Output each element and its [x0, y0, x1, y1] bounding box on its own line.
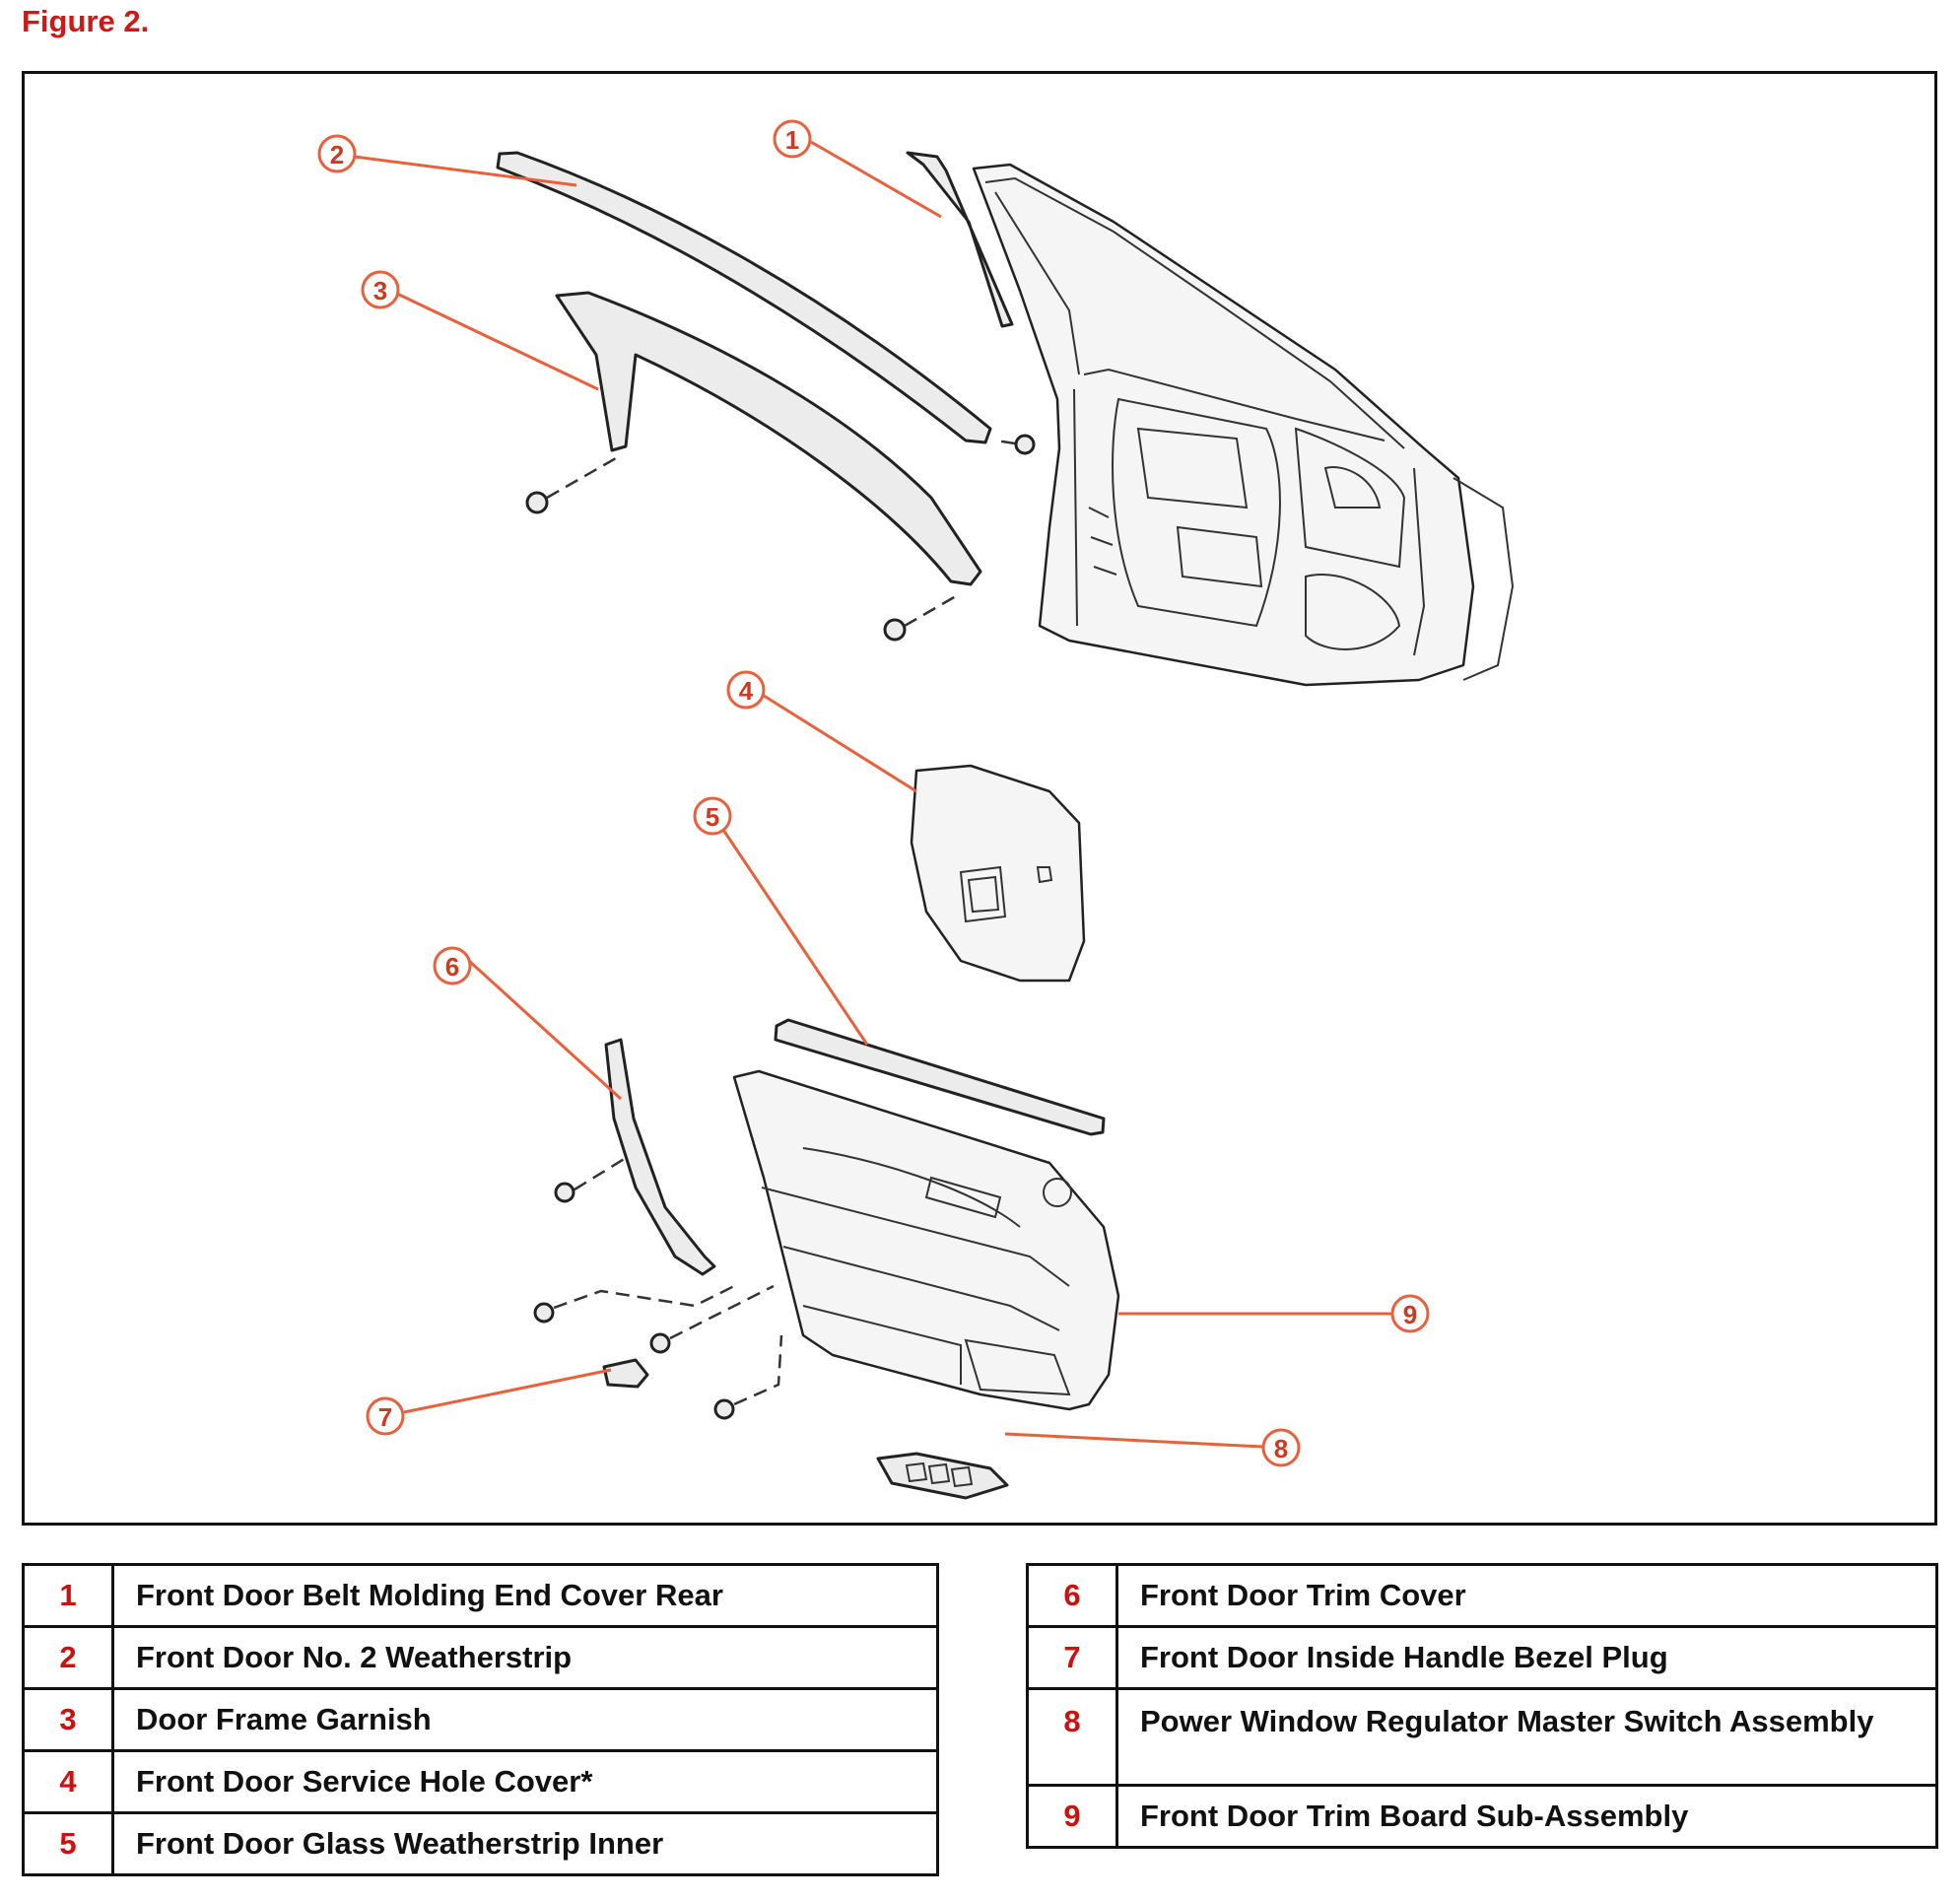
legend-label: Door Frame Garnish — [111, 1687, 939, 1752]
svg-text:1: 1 — [785, 125, 799, 155]
callout-6: 6 — [433, 946, 472, 985]
callout-1: 1 — [773, 119, 812, 159]
legend-number: 5 — [22, 1811, 114, 1876]
legend-number: 4 — [22, 1749, 114, 1814]
part-4-service-hole-cover — [910, 764, 1086, 983]
figure-title: Figure 2. — [22, 4, 150, 38]
callout-9: 9 — [1390, 1294, 1430, 1333]
part-5-glass-weatherstrip — [774, 1018, 1106, 1136]
legend-number: 2 — [22, 1625, 114, 1690]
svg-text:7: 7 — [378, 1402, 392, 1432]
legend-number: 7 — [1026, 1625, 1118, 1690]
legend-number: 1 — [22, 1563, 114, 1628]
part-3-garnish — [555, 291, 982, 586]
callout-7: 7 — [366, 1396, 405, 1436]
callout-2: 2 — [317, 134, 357, 173]
door-shell — [972, 163, 1515, 687]
svg-text:3: 3 — [373, 276, 387, 306]
legend-number: 9 — [1026, 1784, 1118, 1849]
legend-label: Front Door Belt Molding End Cover Rear — [111, 1563, 939, 1628]
legend-label: Front Door No. 2 Weatherstrip — [111, 1625, 939, 1690]
legend-label: Front Door Trim Board Sub-Assembly — [1115, 1784, 1938, 1849]
svg-text:8: 8 — [1274, 1434, 1288, 1463]
part-9-trim-board — [732, 1069, 1120, 1411]
legend-number: 6 — [1026, 1563, 1118, 1628]
svg-text:6: 6 — [445, 952, 459, 982]
legend-label: Power Window Regulator Master Switch Ass… — [1115, 1687, 1938, 1787]
exploded-diagram: 2 1 3 4 5 6 7 8 9 — [22, 71, 1937, 1526]
door-parts-svg: 2 1 3 4 5 6 7 8 9 — [317, 119, 1515, 1500]
legend-number: 3 — [22, 1687, 114, 1752]
part-7-bezel-plug — [602, 1358, 649, 1389]
legend-number: 8 — [1026, 1687, 1118, 1787]
legend-label: Front Door Trim Cover — [1115, 1563, 1938, 1628]
part-6-trim-cover — [604, 1038, 716, 1276]
legend-label: Front Door Glass Weatherstrip Inner — [111, 1811, 939, 1876]
callout-5: 5 — [693, 796, 732, 836]
callout-3: 3 — [361, 270, 400, 309]
leader-lines — [354, 140, 1392, 1449]
part-1-end-cover — [906, 151, 1014, 328]
svg-text:4: 4 — [739, 676, 754, 706]
trim-cover-clips — [533, 1156, 783, 1420]
svg-text:9: 9 — [1403, 1300, 1417, 1329]
part-8-master-switch — [876, 1452, 1009, 1500]
legend-label: Front Door Inside Handle Bezel Plug — [1115, 1625, 1938, 1690]
callout-4: 4 — [726, 670, 766, 710]
svg-text:2: 2 — [330, 140, 344, 170]
callout-8: 8 — [1261, 1428, 1301, 1467]
legend-label: Front Door Service Hole Cover* — [111, 1749, 939, 1814]
clips — [525, 434, 1036, 642]
svg-text:5: 5 — [706, 802, 719, 832]
